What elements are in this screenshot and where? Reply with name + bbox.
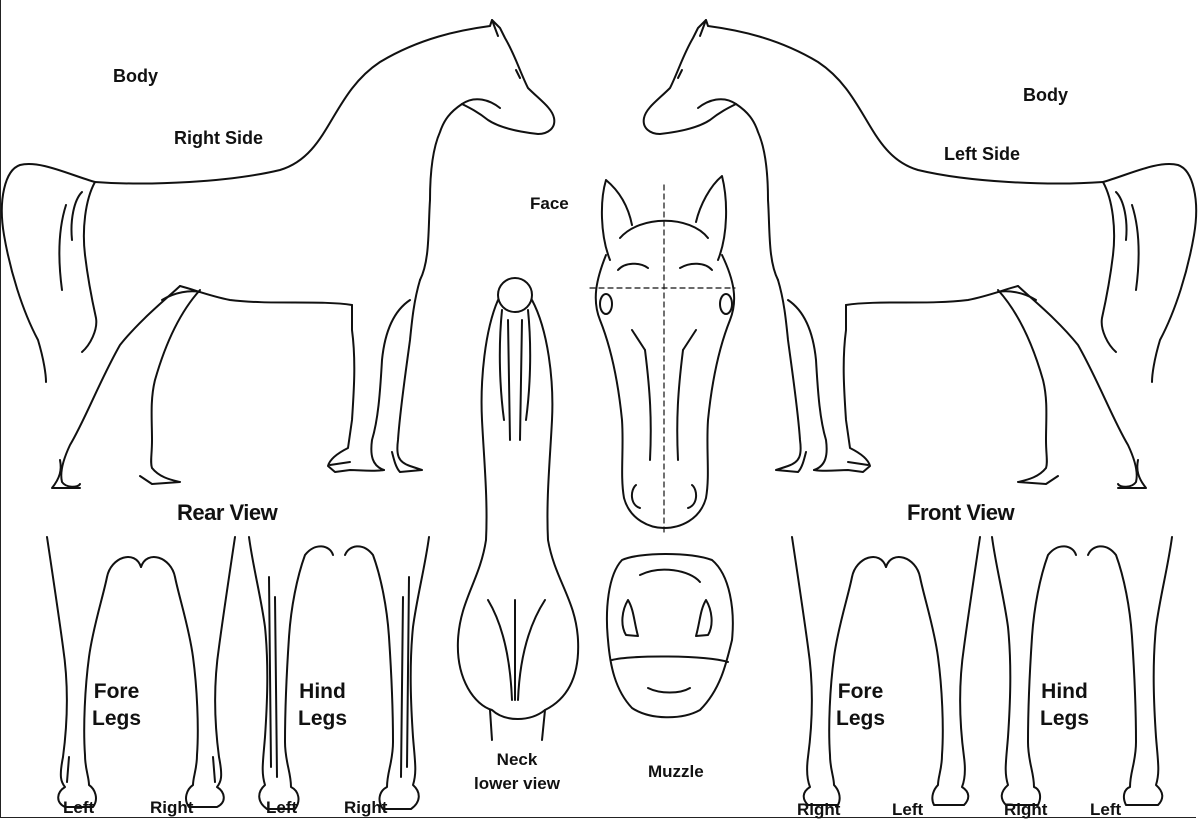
horse-neck-icon [458, 278, 578, 740]
front-hind-legs-icon [992, 537, 1172, 805]
rear-hind-legs-icon [249, 537, 429, 809]
front-fore-right-label: Right [797, 800, 841, 819]
rear-fore-left-label: Left [63, 798, 95, 817]
body-label-left: Body [113, 66, 158, 86]
front-fore-left-label: Left [892, 800, 924, 819]
front-view-heading: Front View [907, 500, 1015, 525]
front-hind-legs-label: Hind Legs [1040, 680, 1090, 730]
rear-hind-legs-label: Hind Legs [298, 680, 348, 730]
rear-view-heading: Rear View [177, 500, 278, 525]
left-side-label: Left Side [944, 144, 1021, 164]
horse-right-side-icon [2, 20, 554, 488]
front-fore-legs-label: Fore Legs [836, 680, 886, 730]
front-hind-left-label: Left [1090, 800, 1122, 819]
rear-fore-right-label: Right [150, 798, 194, 817]
horse-muzzle-icon [607, 554, 733, 717]
face-crosshair [590, 185, 735, 535]
horse-left-side-icon [644, 20, 1196, 488]
body-label-right: Body [1023, 85, 1068, 105]
face-label: Face [530, 194, 569, 213]
right-side-label: Right Side [174, 128, 263, 148]
neck-lower-view-label: Neck lower view [474, 750, 560, 793]
rear-fore-legs-icon [47, 537, 235, 807]
rear-hind-right-label: Right [344, 798, 388, 817]
front-fore-legs-icon [792, 537, 980, 805]
muzzle-label: Muzzle [648, 762, 704, 781]
rear-hind-left-label: Left [266, 798, 298, 817]
rear-fore-legs-label: Fore Legs [92, 680, 142, 730]
front-hind-right-label: Right [1004, 800, 1048, 819]
horse-face-icon [596, 176, 734, 528]
